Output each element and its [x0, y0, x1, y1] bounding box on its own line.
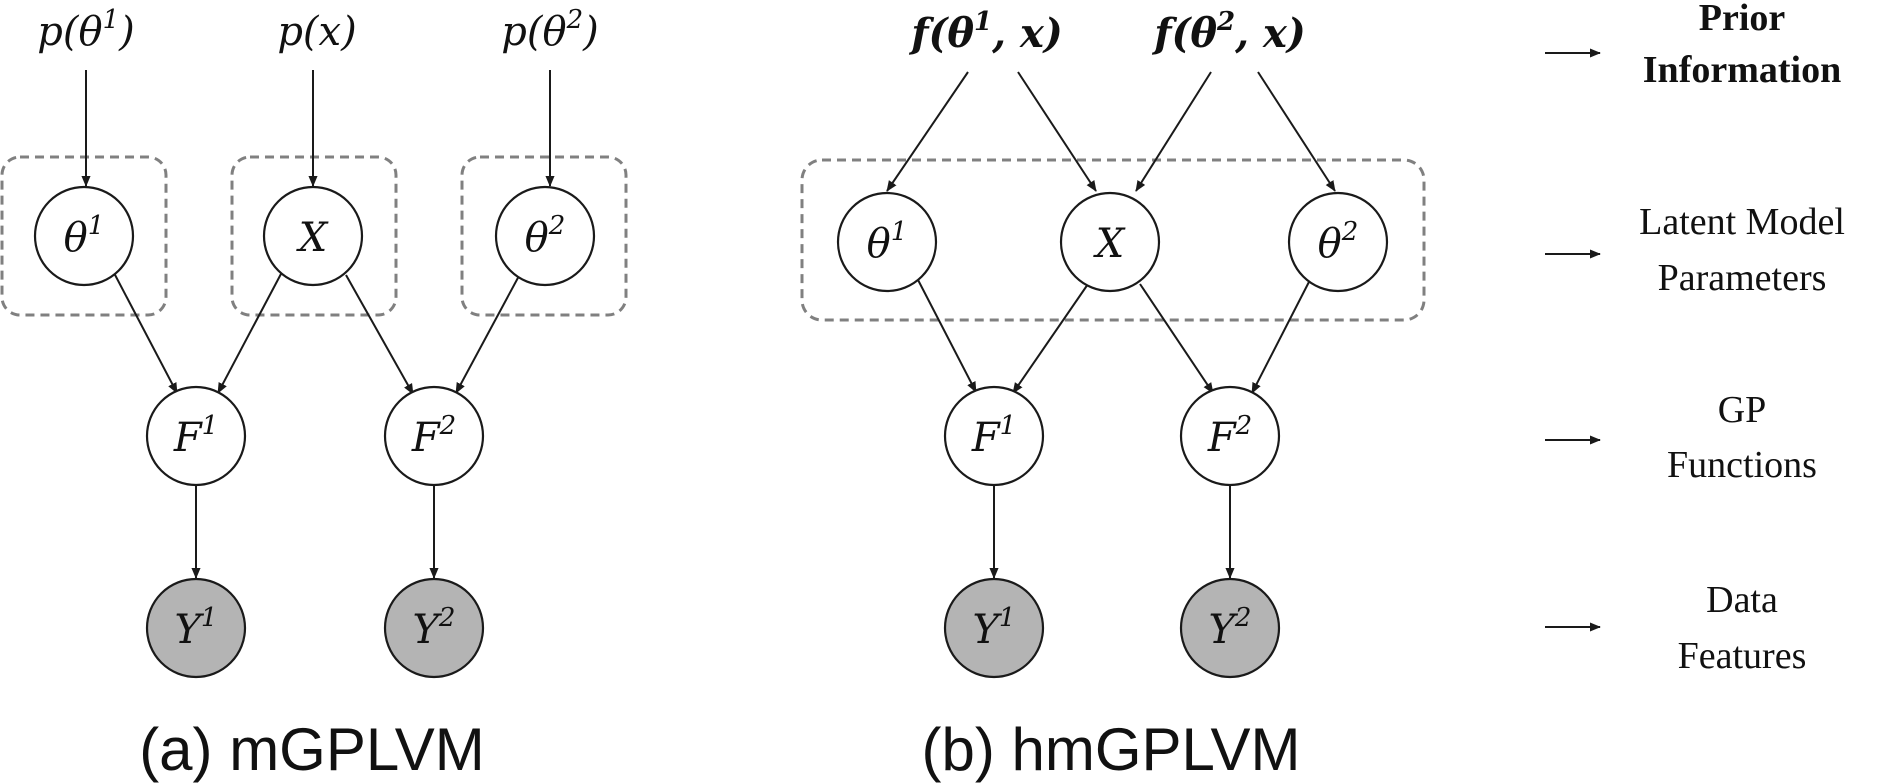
- node-f2-a: [383, 385, 485, 487]
- node-theta2-a: [494, 185, 596, 287]
- level-label-features: Features: [1678, 635, 1807, 677]
- edge-theta1-to-f1-b: [915, 275, 977, 393]
- node-f2-b: [1179, 385, 1281, 487]
- level-label-functions: Functions: [1667, 444, 1817, 486]
- level-label-latent-model: Latent Model: [1639, 201, 1845, 243]
- edge-x-to-f2-a: [345, 274, 414, 395]
- node-label-theta2-a: θ2: [525, 211, 566, 261]
- edge-prior-f2-to-theta2-b: [1257, 71, 1336, 192]
- level-label-prior: Prior: [1699, 0, 1786, 39]
- level-legend: Prior Information Latent Model Parameter…: [1545, 0, 1845, 677]
- caption-panel-b: (b) hmGPLVM: [922, 716, 1301, 783]
- node-theta1-a: [33, 185, 135, 287]
- node-label-f2-a: F2: [411, 411, 456, 461]
- group-box-theta2-a: [460, 155, 628, 317]
- level-label-gp: GP: [1718, 389, 1767, 431]
- prior-label-f1-b: f(θ1, x): [908, 7, 1063, 57]
- node-label-y1-a: Y1: [175, 603, 218, 653]
- node-label-theta1-a: θ1: [64, 211, 105, 261]
- node-label-f2-b: F2: [1207, 411, 1252, 461]
- group-box-shared-b: [800, 158, 1426, 322]
- node-label-theta1-b: θ1: [867, 217, 908, 267]
- node-label-f1-a: F1: [173, 411, 218, 461]
- level-label-parameters: Parameters: [1658, 257, 1827, 299]
- edge-x-to-f1-a: [217, 271, 283, 394]
- node-label-theta2-b: θ2: [1318, 217, 1359, 267]
- node-f1-b: [943, 385, 1045, 487]
- panel-b-hmgplvm: f(θ1, x) f(θ2, x) θ1 X θ2 F1 F2 Y1 Y2 (b…: [800, 7, 1426, 783]
- edge-prior-f1-to-x-b: [1017, 71, 1097, 192]
- node-label-y1-b: Y1: [973, 603, 1016, 653]
- edge-prior-f2-to-x-b: [1135, 71, 1212, 192]
- node-theta1-b: [836, 191, 938, 293]
- node-theta2-b: [1287, 191, 1389, 293]
- edge-prior-f1-to-theta1-b: [886, 71, 969, 192]
- node-label-y2-a: Y2: [413, 603, 456, 653]
- prior-label-f2-b: f(θ2, x): [1151, 7, 1306, 57]
- edge-x-to-f1-b: [1012, 283, 1089, 394]
- level-label-information: Information: [1643, 49, 1841, 91]
- edge-x-to-f2-b: [1139, 283, 1214, 394]
- caption-panel-a: (a) mGPLVM: [139, 716, 485, 783]
- node-y1-a: [145, 577, 247, 679]
- node-label-y2-b: Y2: [1209, 603, 1252, 653]
- prior-label-theta1-a: p(θ1): [37, 5, 134, 55]
- edge-theta2-to-f2-b: [1251, 275, 1313, 394]
- node-x-b: [1059, 191, 1161, 293]
- group-box-theta1-a: [0, 155, 168, 317]
- node-y2-b: [1179, 577, 1281, 679]
- node-x-a: [262, 185, 364, 287]
- node-label-x-a: X: [296, 215, 329, 261]
- edge-theta2-to-f2-a: [455, 273, 521, 394]
- prior-label-x-a: p(x): [277, 9, 356, 55]
- level-label-data: Data: [1706, 579, 1778, 621]
- node-y2-a: [383, 577, 485, 679]
- panel-a-mgplvm: p(θ1) p(x) p(θ2) θ1 X θ2 F1 F2 Y1 Y2 (a)…: [0, 5, 628, 783]
- node-label-x-b: X: [1093, 221, 1126, 267]
- node-y1-b: [943, 577, 1045, 679]
- edge-theta1-to-f1-a: [112, 270, 178, 394]
- node-label-f1-b: F1: [971, 411, 1016, 461]
- node-f1-a: [145, 385, 247, 487]
- prior-label-theta2-a: p(θ2): [501, 5, 598, 55]
